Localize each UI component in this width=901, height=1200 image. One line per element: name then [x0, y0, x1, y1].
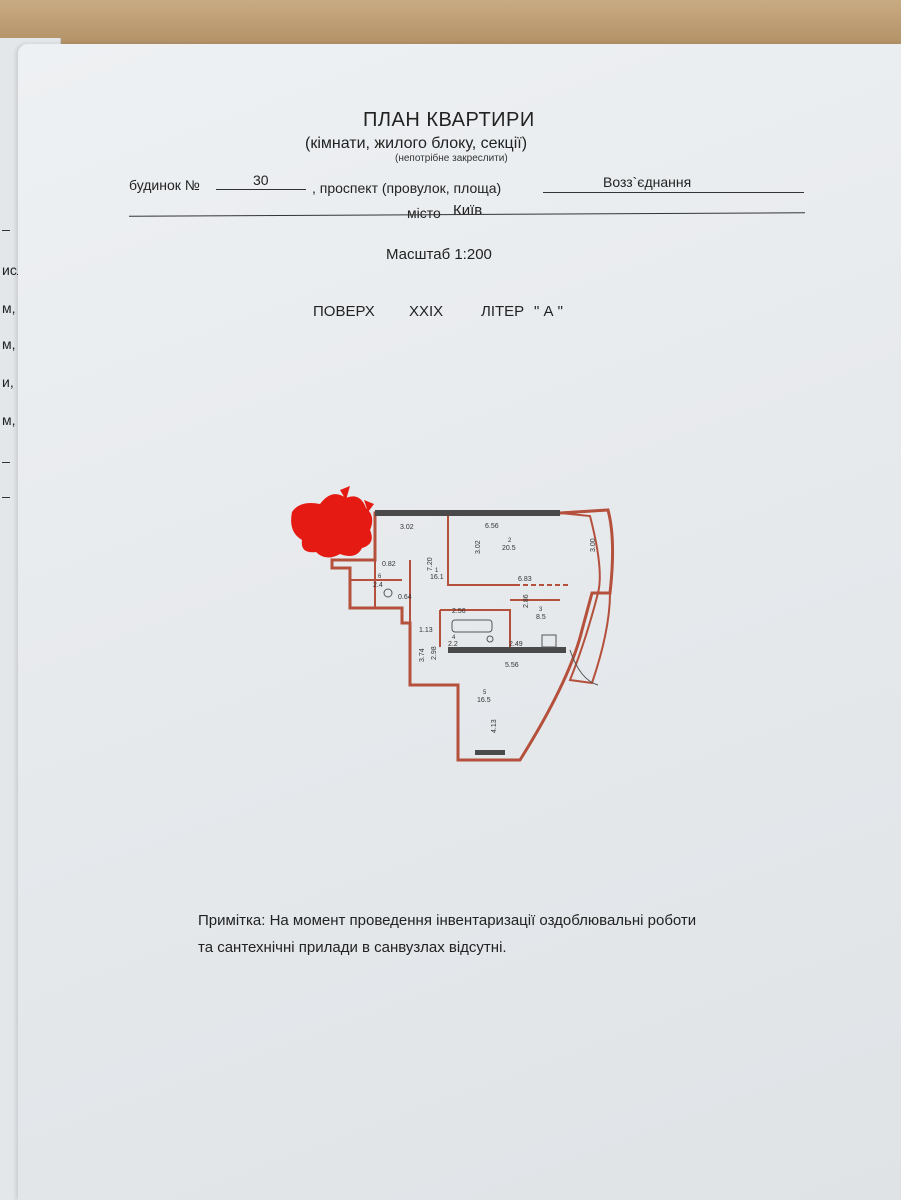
- building-label: будинок №: [129, 177, 200, 193]
- room-area: 8.5: [536, 614, 546, 621]
- sink: [486, 635, 494, 643]
- dim-label: 2.98: [431, 646, 438, 660]
- street-underline: [543, 192, 804, 193]
- room-area: 16.5: [477, 697, 491, 704]
- document-sheet: [18, 44, 901, 1200]
- room-number: 4: [452, 635, 456, 641]
- redaction-scribble: [291, 486, 374, 558]
- city-value: Київ: [453, 202, 483, 219]
- toilet: [383, 588, 393, 598]
- dark-wall: [448, 647, 566, 653]
- letter-value: " А ": [534, 303, 563, 320]
- margin-dash: [2, 462, 10, 463]
- margin-fragment: и,: [2, 374, 14, 390]
- room-number: 2: [508, 538, 512, 544]
- remark-line-2: та сантехнічні прилади в санвузлах відсу…: [198, 939, 507, 956]
- dim-label: 7.20: [427, 557, 434, 571]
- margin-fragment: м,: [2, 412, 16, 428]
- interior-walls: [350, 516, 570, 647]
- dim-label: 3.02: [475, 540, 482, 554]
- room-number: 1: [435, 568, 439, 574]
- bathtub: [451, 619, 493, 633]
- document-subtitle: (кімнати, жилого блоку, секції): [305, 135, 528, 152]
- room-area: 2.2: [448, 641, 458, 648]
- strike-note: (непотрібне закреслити): [395, 153, 508, 164]
- dark-wall: [375, 510, 560, 516]
- bay-window: [559, 512, 611, 685]
- room-area: 2.4: [373, 582, 383, 589]
- floor-value: XXIX: [409, 303, 444, 320]
- scale-label: Масштаб 1:200: [386, 246, 492, 263]
- street-value: Возз`єднання: [603, 174, 692, 190]
- remark-line-1: Примітка: На момент проведення інвентари…: [198, 912, 697, 929]
- outer-walls: [330, 508, 615, 762]
- balcony-curve: [569, 649, 599, 686]
- room-number: 3: [539, 607, 543, 613]
- margin-dash: [2, 230, 10, 231]
- dim-label: 3.00: [590, 538, 597, 552]
- stove: [541, 634, 557, 648]
- room-number: 5: [483, 690, 487, 696]
- margin-fragment: м,: [2, 336, 16, 352]
- dim-label: 6.83: [518, 576, 532, 583]
- margin-dash: [2, 497, 10, 498]
- dim-label: 3.74: [419, 648, 426, 662]
- dim-label: 2.49: [509, 641, 523, 648]
- dim-label: 3.02: [400, 524, 414, 531]
- city-label: місто: [407, 205, 441, 221]
- floor-label: ПОВЕРХ: [313, 303, 375, 320]
- dim-label: 6.56: [485, 523, 499, 530]
- margin-fragment: м,: [2, 300, 16, 316]
- room-number: 6: [378, 574, 382, 580]
- dim-label: 4.13: [491, 719, 498, 733]
- dim-label: 1.13: [419, 627, 433, 634]
- building-underline: [216, 189, 306, 190]
- dim-label: 2.86: [523, 594, 530, 608]
- street-label: , проспект (провулок, площа): [312, 180, 502, 196]
- dim-label: 0.82: [382, 561, 396, 568]
- dark-wall: [475, 750, 505, 755]
- room-area: 16.1: [430, 574, 444, 581]
- apartment-floor-plan: 3.02 6.56 7.20 3.02 3.00 6.83 0.82 0.64 …: [291, 486, 615, 762]
- dim-label: 5.56: [505, 662, 519, 669]
- letter-label: ЛІТЕР: [481, 303, 525, 320]
- document-title: ПЛАН КВАРТИРИ: [363, 109, 535, 131]
- dim-label: 0.64: [398, 594, 412, 601]
- room-area: 20.5: [502, 545, 516, 552]
- building-number: 30: [253, 172, 269, 188]
- dim-label: 2.56: [452, 608, 466, 615]
- outer-wall-path: [330, 508, 615, 762]
